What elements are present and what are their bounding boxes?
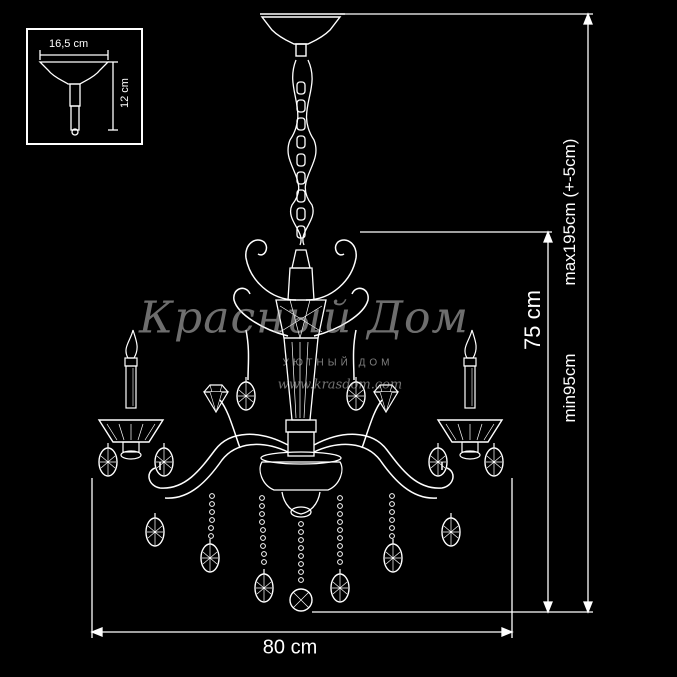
left-candle-arm: [98, 329, 164, 460]
inset-width-label: 16,5 cm: [49, 38, 89, 50]
inset-canopy: [38, 50, 118, 136]
width-label: 80 cm: [262, 636, 318, 659]
height-dimensions: [312, 12, 593, 614]
max-length-label: max195cm (+-5cm): [560, 138, 579, 286]
body-height-label: 75 cm: [520, 290, 545, 350]
inset-frame: [26, 28, 143, 145]
upper-scrolls: [233, 239, 369, 381]
watermark-url: www.krasdom.com: [277, 377, 403, 393]
watermark-subtitle: УЮТНЫЙ ДОМ: [282, 357, 394, 369]
ceiling-canopy: [260, 13, 345, 57]
watermark-logo: Красный Дом: [139, 292, 469, 344]
right-candle-arm: [437, 329, 503, 460]
width-dimension: [90, 478, 514, 638]
crystal-drops: [98, 376, 504, 612]
inset-height-label: 12 cm: [119, 78, 131, 108]
lower-arms: [148, 399, 454, 499]
min-length-label: min95cm: [560, 353, 579, 423]
suspension-chain: [287, 59, 317, 246]
